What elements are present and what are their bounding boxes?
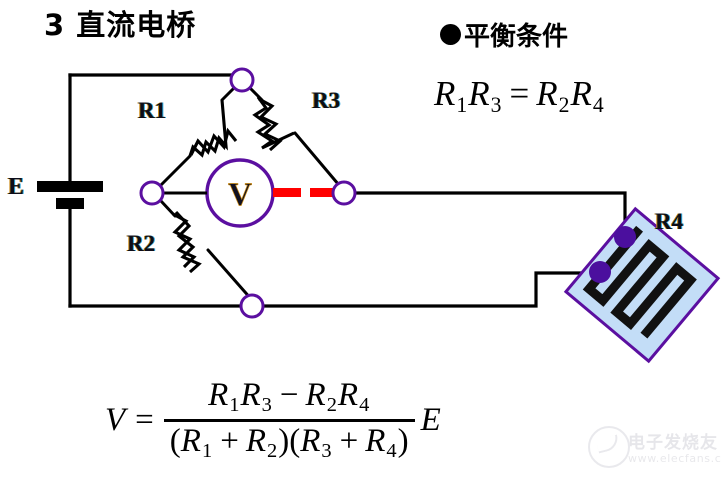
numer-a-sub: 1: [229, 394, 240, 417]
red-dashed-bridge-link: [273, 188, 338, 197]
denom-a-sub: 1: [201, 439, 213, 462]
wire-r1-lower-lead: [158, 154, 192, 188]
node-left: [139, 180, 165, 206]
resistor-R3-zigzag: [252, 96, 295, 150]
numer-b-sub: 3: [261, 394, 272, 417]
resistor-label-r4: R4: [655, 209, 684, 234]
balance-condition-heading: 平衡条件: [440, 16, 568, 53]
resistor-R3: [252, 96, 295, 150]
numer-c-var: R: [305, 377, 326, 413]
numer-d-sub: 4: [359, 394, 370, 417]
resistor-R2-body: [174, 210, 202, 274]
numer-a-var: R: [208, 377, 229, 413]
numer-operator: −: [279, 377, 299, 413]
battery-negative-plate: [56, 198, 84, 209]
resistor-R3-teeth: [258, 97, 283, 152]
denom-open-paren-2: (: [289, 422, 301, 459]
terminal-gauge-top: [614, 226, 636, 248]
denom-a-var: R: [180, 422, 201, 459]
equation-trailing-var: E: [420, 401, 441, 438]
node-right: [331, 180, 357, 206]
equation-numerator: R1R3−R2R4: [202, 378, 376, 417]
balance-condition-label: 平衡条件: [464, 22, 569, 52]
numer-d-var: R: [337, 377, 359, 413]
strain-gauge-grid: [582, 225, 697, 339]
denom-b-sub: 2: [266, 439, 278, 462]
resistor-label-r3: R3: [312, 88, 341, 113]
equation-lead-var: V: [105, 401, 126, 438]
resistor-R1-teeth: [189, 127, 238, 156]
output-voltage-equation: V = R1R3−R2R4 (R1+R2)(R3+R4) E: [105, 378, 441, 462]
red-dash-segment-1: [273, 188, 301, 197]
numer-c-sub: 2: [326, 394, 337, 417]
denom-c-var: R: [300, 422, 321, 459]
denom-d-sub: 4: [386, 439, 397, 462]
balance-rhs-var2: R: [570, 74, 592, 113]
node-top: [229, 67, 255, 93]
balance-rhs-sub1: 2: [558, 92, 570, 117]
page-title: 3 直流电桥: [44, 8, 197, 42]
fraction-bar: [163, 418, 415, 422]
resistor-R3-body: [258, 97, 283, 152]
filled-circle-bullet-icon: [440, 24, 461, 45]
terminal-gauge-left: [589, 261, 611, 283]
wire-rightnode-to-gauge-top: [353, 191, 627, 235]
wire-r1-upper-lead: [220, 86, 236, 102]
bridge-arm-wires: [158, 86, 346, 302]
denom-close-paren-1: ): [278, 422, 290, 459]
denom-operator-2: +: [339, 422, 359, 459]
balance-lhs-var2: R: [468, 74, 490, 113]
circuit-nodes: [139, 67, 636, 319]
balance-lhs-var1: R: [434, 74, 456, 113]
resistor-R2-teeth: [174, 210, 202, 274]
outer-loop-wires: [68, 73, 254, 308]
balance-rhs-var1: R: [536, 74, 558, 113]
balance-rhs-sub2: 4: [592, 92, 604, 117]
balance-operator: =: [509, 74, 530, 113]
denom-b-var: R: [245, 422, 266, 459]
strain-gauge-serpentine: [582, 225, 697, 339]
balance-condition-equation: R1R3=R2R4: [434, 74, 605, 118]
battery-symbol: [37, 181, 103, 209]
denom-d-var: R: [365, 422, 386, 459]
resistor-label-r2: R2: [127, 231, 156, 256]
denom-operator-1: +: [220, 422, 239, 459]
equation-denominator: (R1+R2)(R3+R4): [164, 422, 415, 463]
balance-lhs-sub1: 1: [456, 92, 468, 117]
equation-equals-sign: =: [135, 401, 154, 438]
denom-close-paren-2: ): [397, 422, 409, 459]
resistor-label-r1: R1: [138, 98, 167, 123]
denom-open-paren-1: (: [169, 422, 181, 459]
balance-lhs-sub2: 3: [490, 92, 502, 117]
node-bottom: [239, 293, 265, 319]
red-dash-segment-2: [310, 188, 338, 197]
voltmeter: V: [152, 158, 275, 228]
battery-positive-plate: [37, 181, 103, 192]
source-label-E: E: [8, 174, 25, 200]
wire-r2-lower-lead: [206, 248, 254, 302]
wire-r3-lower-lead: [293, 131, 346, 193]
wire-bottom-to-gauge-left: [250, 271, 602, 308]
voltmeter-label: V: [228, 177, 252, 213]
strain-gauge-R4: [563, 206, 721, 364]
wire-r2-upper-lead: [159, 199, 177, 218]
numer-b-var: R: [240, 377, 261, 413]
equation-fraction: R1R3−R2R4 (R1+R2)(R3+R4): [163, 378, 415, 463]
resistor-R1-body: [189, 127, 238, 156]
denom-c-sub: 3: [321, 439, 332, 462]
